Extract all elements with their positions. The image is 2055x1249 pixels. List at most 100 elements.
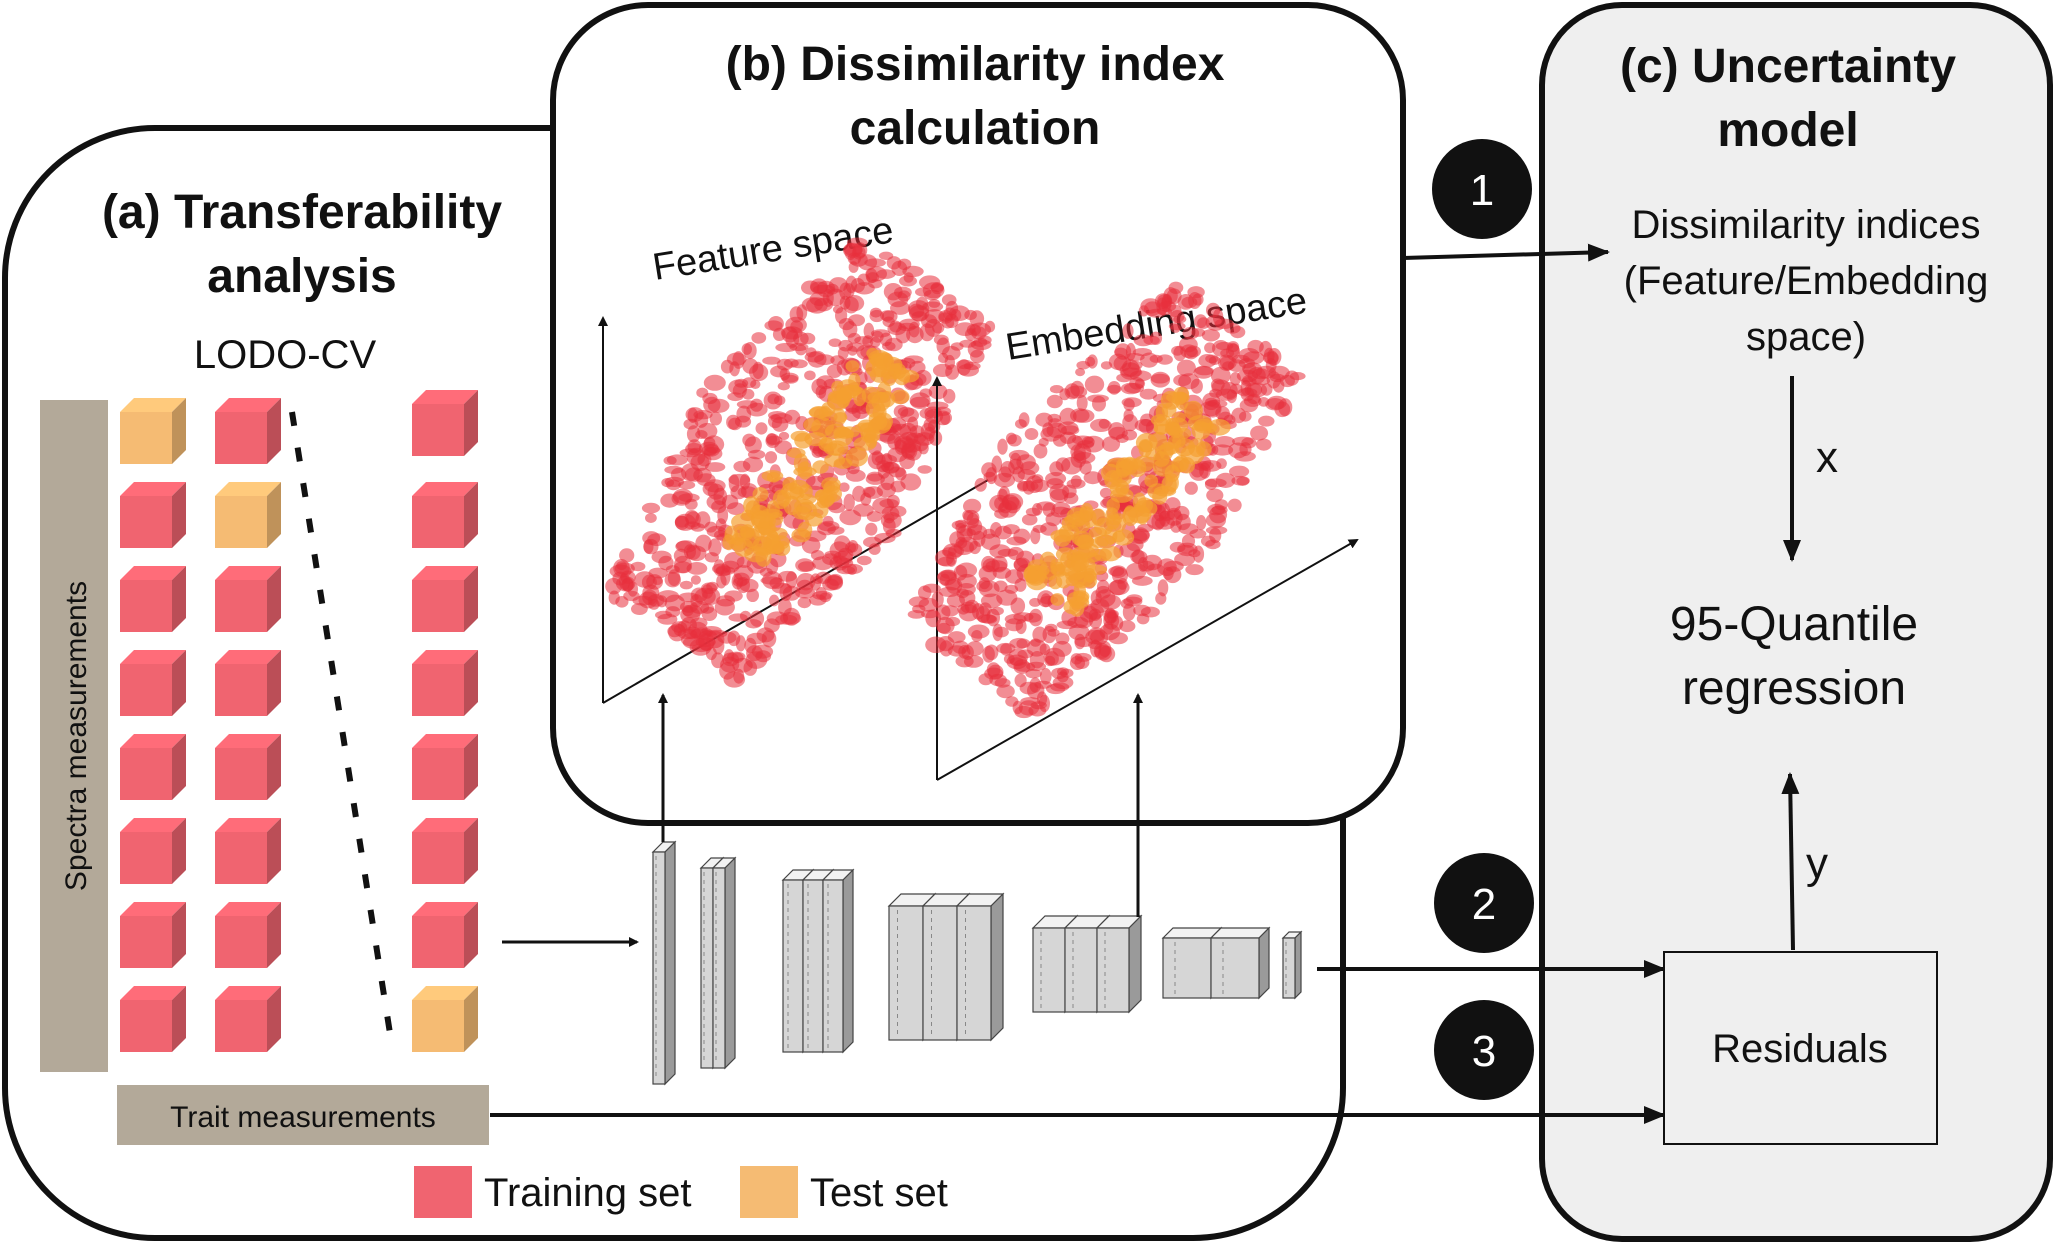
scatter-point-test [1050,593,1065,606]
scatter-point-training [1176,359,1196,377]
scatter-point-training [866,511,883,522]
scatter-point-training [1055,632,1070,645]
scatter-point-test [755,547,772,567]
scatter-point-training [998,500,1018,518]
scatter-point-training [1210,378,1225,392]
scatter-point-training [796,579,814,595]
scatter-point-training [1021,514,1038,526]
scatter-point-training [645,513,657,523]
scatter-point-training [1052,675,1074,690]
scatter-point-training [741,343,752,355]
scatter-point-training [1084,375,1105,394]
scatter-point-training [993,580,1008,593]
scatter-point-training [866,471,883,482]
scatter-point-test [743,528,760,548]
scatter-point-training [1242,363,1257,375]
scatter-point-training [814,297,833,312]
scatter-point-test [836,379,860,399]
scatter-point-training [839,282,852,300]
scatter-point-training [1040,668,1052,685]
scatter-point-training [984,644,999,661]
scatter-point-training [977,335,992,345]
scatter-point-training [709,411,722,426]
scatter-point-training [666,454,688,466]
scatter-point-training [1124,353,1145,362]
scatter-point-training [917,465,932,474]
scatter-point-training [835,307,848,324]
scatter-point-training [902,265,924,277]
cube-grid [120,390,478,1052]
scatter-point-training [1122,323,1134,339]
scatter-point-training [1155,592,1167,605]
scatter-point-training [1046,478,1064,490]
scatter-point-training [1229,465,1250,478]
scatter-point-test [893,367,911,386]
step-2-circle [1434,853,1534,953]
scatter-point-training [1206,302,1221,318]
scatter-point-training [733,572,750,586]
scatter-point-training [870,336,881,348]
scatter-point-training [933,334,949,345]
scatter-point-training [1207,503,1226,516]
scatter-point-training [1161,293,1173,309]
scatter-point-test [1128,458,1147,478]
scatter-point-training [1030,479,1049,493]
scatter-point-training [1150,373,1170,384]
scatter-point-test [1094,535,1115,547]
scatter-point-training [895,326,911,344]
scatter-point-training [876,482,896,498]
scatter-point-training [800,332,816,345]
scatter-point-training [1168,322,1186,331]
scatter-point-test [1153,415,1169,435]
scatter-point-test [789,479,809,495]
scatter-point-training [703,374,726,391]
scatter-point-training [815,587,827,600]
scatter-point-training [686,425,701,443]
scatter-point-training [996,684,1015,699]
scatter-point-training [776,358,793,371]
scatter-point-training [1017,480,1029,492]
scatter-point-training [1005,696,1019,707]
scatter-point-training [742,377,757,389]
cube-test [215,482,281,548]
scatter-point-training [1028,608,1043,627]
scatter-point-training [766,435,783,445]
cube-test [120,398,186,464]
scatter-point-test [1136,497,1153,514]
scatter-point-training [1029,651,1045,669]
scatter-point-training [768,414,783,429]
scatter-point-training [1029,597,1041,607]
cube-training [215,902,281,968]
scatter-point-test [875,412,893,431]
scatter-point-training [984,320,996,333]
dissimilarity-indices-line3: space) [1746,315,1866,359]
scatter-point-training [882,517,896,535]
scatter-point-test [830,408,847,426]
scatter-point-training [991,606,1004,616]
scatter-point-training [1033,443,1048,459]
scatter-point-training [1119,620,1136,633]
scatter-point-training [751,644,774,659]
scatter-point-training [943,307,957,321]
scatter-point-training [1234,451,1256,462]
scatter-point-training [1188,549,1201,558]
scatter-point-training [844,242,857,260]
scatter-point-training [1258,415,1275,427]
dissimilarity-indices-line1: Dissimilarity indices [1632,203,1981,247]
scatter-point-training [1070,475,1082,488]
scatter-point-training [941,294,957,306]
scatter-point-training [605,577,622,595]
scatter-point-training [769,594,780,607]
scatter-point-training [985,467,998,485]
scatter-point-training [723,671,746,688]
scatter-point-training [643,539,654,554]
network-embedding-layer [1095,914,1143,1014]
cube-training [120,986,186,1052]
scatter-point-training [856,555,872,566]
scatter-point-training [713,559,725,577]
step-3-circle [1434,1000,1534,1100]
scatter-point-training [900,473,922,491]
scatter-point-training [1108,422,1125,441]
scatter-point-test [1152,458,1175,477]
